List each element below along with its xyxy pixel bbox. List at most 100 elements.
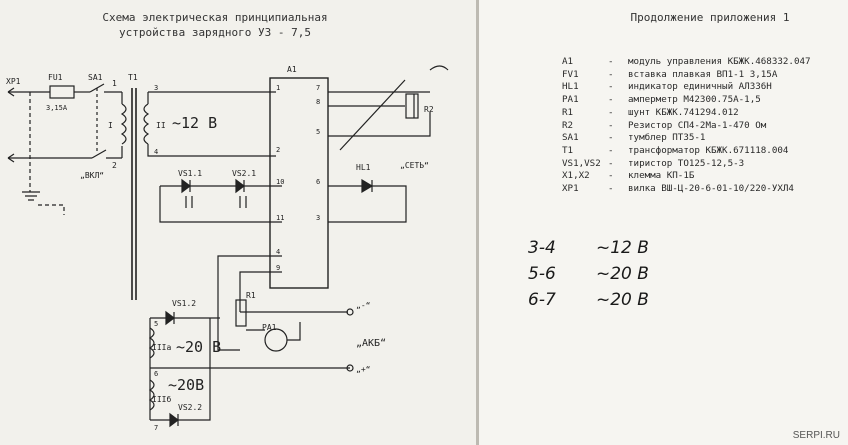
label-r2: R2 [424,105,434,114]
label-vs12: VS1.2 [172,299,196,308]
fuse-fu1 [49,85,75,99]
separator: - [608,183,614,195]
t1-pin-label: 7 [154,424,158,432]
a1-pin-label: 2 [276,146,280,154]
component-row: FV1-вставка плавкая ВП1-1 3,15А [562,69,811,82]
component-designator: X1,X2 [562,170,590,182]
component-designator: VS1,VS2 [562,157,601,169]
output-wires [217,300,348,351]
label-pin-2: 2 [112,161,117,170]
voltage-note: 3-4 ~12 В [528,238,649,258]
plug-arrows [7,87,15,163]
component-row: T1-трансформатор КБЖК.671118.004 [562,145,811,158]
t1-pin-label: 5 [154,320,158,328]
separator: - [608,56,614,67]
label-akb: „АКБ“ [356,338,386,349]
a1-pin-label: 1 [276,84,280,92]
schematic-diagram: XP1 FU1 3,15А SA1 T1 A1 1 2 I II ~12 В „… [6,65,449,432]
schematic-labels: XP1 FU1 3,15А SA1 T1 A1 1 2 I II ~12 В „… [6,65,434,432]
appendix-title: Продолжение приложения 1 [630,11,790,24]
wires [7,65,449,428]
label-set: „СЕТЬ“ [400,161,429,170]
t1-secondary-coil [143,103,150,145]
component-row: A1 - модуль управления КБЖК.468332.047 [562,56,811,69]
t1-secondary-wires [147,91,276,157]
watermark: SERPI.RU [792,430,840,441]
ammeter-pa1 [264,328,288,352]
component-description: тумблер ПТ35-1 [628,132,706,144]
label-winding-iiib: IIIб [152,394,171,404]
separator: - [608,94,614,106]
label-vs11: VS1.1 [178,169,202,178]
resistor-r2 [405,93,419,119]
a1-pin-label: 7 [316,84,320,92]
component-designator: SA1 [562,132,579,144]
label-plus: „+“ [356,365,370,374]
component-row: VS1,VS2-тиристор ТО125-12,5-3 [562,158,811,171]
label-20v-b: ~20В [168,376,204,394]
a1-pin-label: 3 [316,214,320,222]
component-list: A1 - модуль управления КБЖК.468332.047 FV1… [562,56,811,196]
schematic-title: Схема электрическая принципиальная устро… [95,10,335,40]
component-row: HL1-индикатор единичный АЛ336Н [562,81,811,94]
label-sa1: SA1 [88,73,103,82]
secondary-iii-coils [148,327,155,411]
label-12v: ~12 В [172,114,217,132]
separator: - [608,144,614,156]
control-arrows [185,196,247,208]
right-page [478,0,848,445]
component-row: SA1 - тумблер ПТ35-1 [562,132,811,145]
voltage-note: 6-7 ~20 В [528,290,649,310]
voltage-value: ~12 В [596,238,649,258]
component-designator: T1 [562,144,574,156]
label-vs21: VS2.1 [232,169,256,178]
label-fu1: FU1 [48,73,63,82]
component-designator: FV1 [562,68,579,80]
label-winding-i: I [108,121,113,130]
separator: - [608,106,614,118]
component-designator: PA1 [562,94,579,106]
component-description: тиристор ТО125-12,5-3 [628,157,745,169]
component-designator: XP1 [562,183,579,195]
component-description: модуль управления КБЖК.468332.047 [628,56,811,67]
t1-primary-coil [120,103,127,145]
component-description: клемма КП-1Б [628,170,695,182]
terminal-plus [346,364,354,372]
a1-pin-label: 10 [276,178,284,186]
page-fold [476,0,479,445]
label-pin-1: 1 [112,79,117,88]
label-20v-a: ~20 В [176,338,221,356]
r2-wires [328,91,431,137]
voltage-pins: 3-4 [528,238,556,258]
a1-pin-label: 4 [276,248,280,256]
component-description: амперметр М42300.75А-1,5 [628,94,761,106]
r2-arrow [339,79,406,151]
earth-symbol [22,191,40,201]
voltage-note: 5-6 ~20 В [528,264,649,284]
label-r1: R1 [246,291,256,300]
mains-wire [8,91,92,159]
component-description: вилка ВШ-Ц-20-6-01-10/220-УХЛ4 [628,183,794,195]
separator: - [608,132,614,144]
schematic-title-line-2: устройства зарядного УЗ - 7,5 [118,26,312,39]
label-minus: „-“ [356,301,370,310]
label-t1: T1 [128,73,138,82]
voltage-pins: 6-7 [528,290,556,310]
a1-pin-label: 5 [316,128,320,136]
voltage-value: ~20 В [596,290,649,310]
schematic-title-line-1: Схема электрическая принципиальная [102,11,328,24]
label-xp1: XP1 [6,77,21,86]
thyristor-vs11-vs21 [181,178,245,194]
component-description: шунт КБЖК.741294.012 [628,106,739,118]
a1-pin-label: 6 [316,178,320,186]
component-designator: HL1 [562,81,579,93]
voltage-pins: 5-6 [528,264,556,284]
a1-pin-label: 8 [316,98,320,106]
label-pa1: PA1 [262,323,277,332]
component-designator: A1 [562,56,574,67]
t1-pin-label: 4 [154,148,158,156]
voltage-value: ~20 В [596,264,649,284]
label-winding-ii: II [156,121,166,130]
t1-pin-label: 3 [154,84,158,92]
component-designator: R1 [562,106,574,118]
